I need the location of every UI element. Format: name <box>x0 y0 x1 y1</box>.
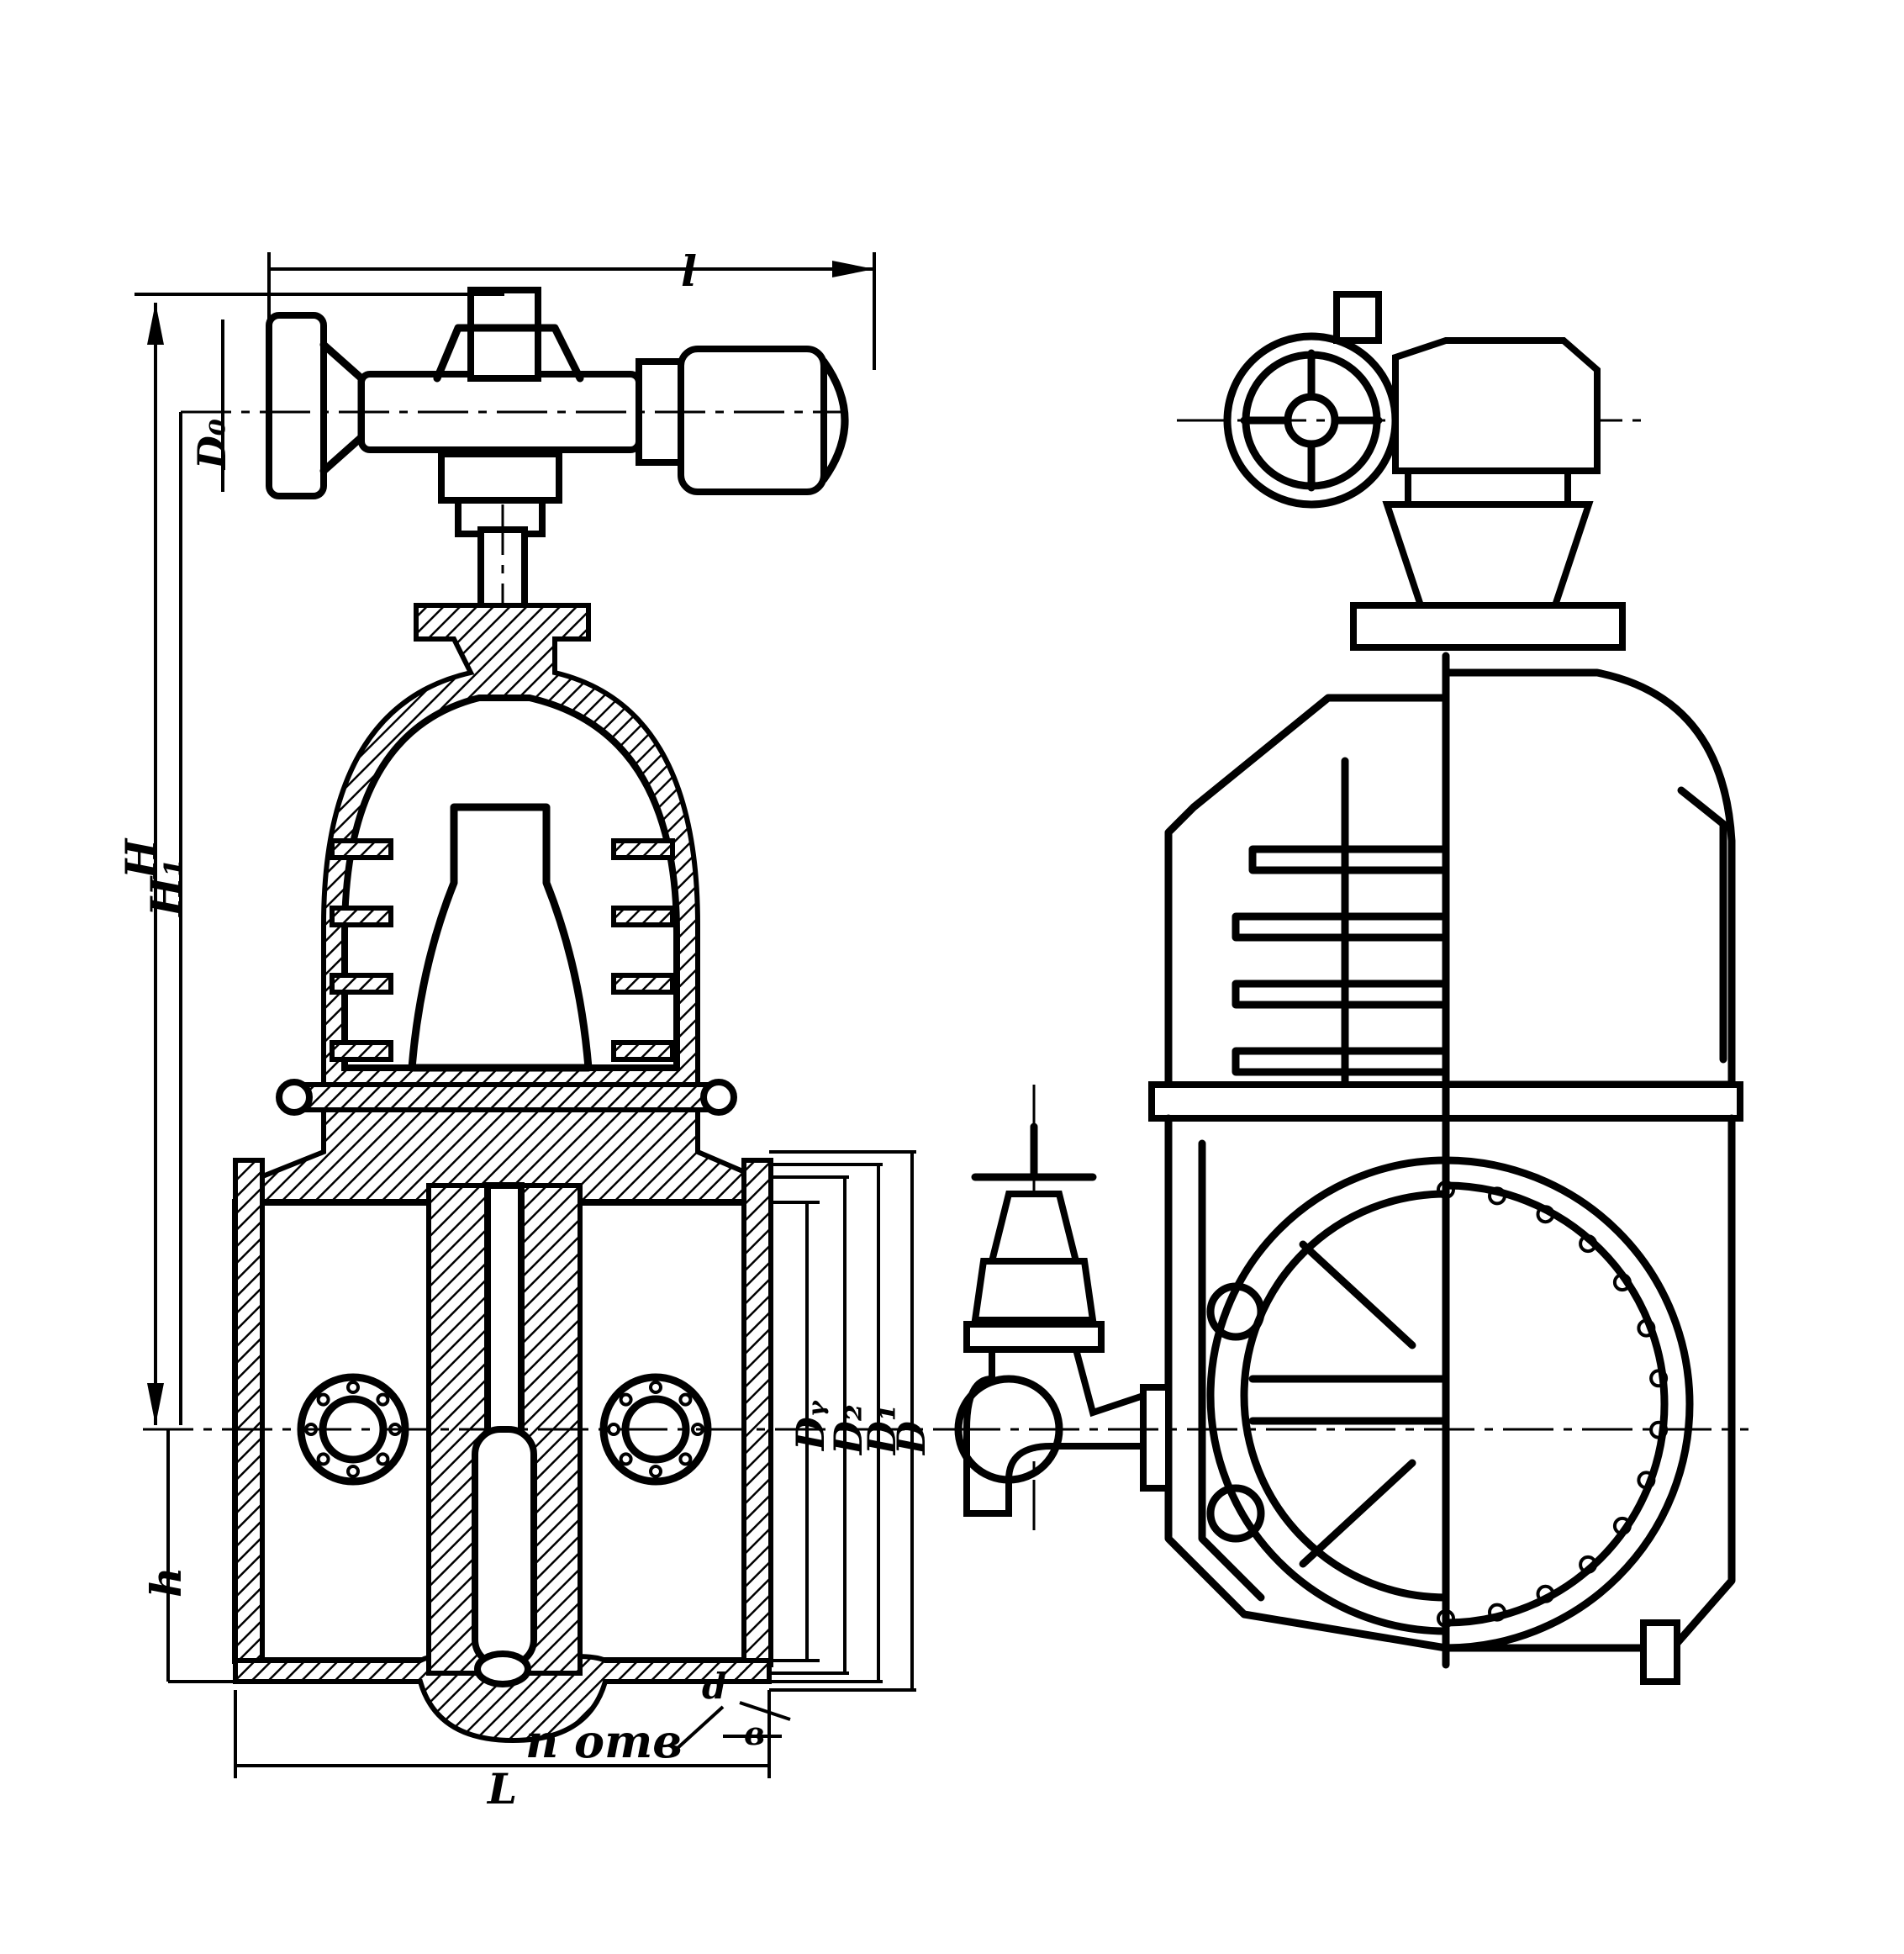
flange-bolt <box>1488 1603 1506 1622</box>
bypass-flange-bolt <box>678 1392 693 1407</box>
bypass-valve <box>954 1085 1172 1530</box>
bypass-flange-bolt <box>607 1423 620 1436</box>
bonnet <box>276 603 737 1116</box>
flange-bolt <box>1649 1369 1669 1388</box>
bypass-flange-bolt <box>346 1381 360 1394</box>
flange-bolt <box>1488 1186 1506 1206</box>
flange-bolt <box>1536 1584 1555 1603</box>
dim-D0-label: D₀ <box>189 419 235 471</box>
dim-H-label: H <box>116 837 166 880</box>
flange-bolt <box>1579 1555 1598 1574</box>
dim-D2-label: D₂ <box>825 1404 871 1456</box>
dim-b-label: в <box>744 1714 765 1752</box>
dim-h-label: h <box>141 1567 191 1598</box>
section-view <box>143 287 967 1744</box>
flange-bolt <box>1637 1318 1656 1338</box>
flange-bolts <box>304 1180 1669 1628</box>
bypass-flange-bolt <box>678 1452 693 1466</box>
valve-body <box>232 1107 773 1744</box>
flange-bolt <box>1536 1205 1555 1224</box>
bypass-flange-bolt <box>388 1423 402 1436</box>
bypass-flange-bolt <box>376 1392 390 1407</box>
bypass-flange-bolt <box>619 1392 633 1407</box>
dim-L-label: L <box>486 1764 517 1814</box>
outlet-flange <box>1442 1156 1694 1652</box>
dim-Dy-label: Dᵧ <box>788 1399 833 1452</box>
bypass-flange-bolt <box>649 1381 662 1394</box>
bypass-flange-bolt <box>346 1465 360 1478</box>
bypass-flange-bolt <box>649 1465 662 1478</box>
dimensions: l H H₁ D₀ h L Dᵧ D₂ <box>116 246 934 1814</box>
dim-H1-label: H₁ <box>141 858 191 918</box>
dim-d-label: d <box>702 1666 726 1707</box>
bypass-flange-bolt <box>304 1423 318 1436</box>
bypass-flange-bolt <box>316 1392 330 1407</box>
bypass-flange-bolt <box>619 1452 633 1466</box>
bypass-flange-bolt <box>316 1452 330 1466</box>
flange-bolt <box>1612 1516 1632 1535</box>
dim-D1-label: D₁ <box>859 1404 905 1456</box>
dim-D-label: D <box>889 1421 934 1456</box>
gate-disc <box>1206 1156 1450 1635</box>
flange-bolt <box>1612 1273 1632 1292</box>
flange-bolt <box>1637 1471 1656 1490</box>
bypass-flange-bolt <box>376 1452 390 1466</box>
bypass-flange-bolt <box>691 1423 704 1436</box>
side-view <box>304 291 1748 1685</box>
dim-l-label: l <box>681 246 697 296</box>
holes-note-label: n отв <box>525 1714 683 1768</box>
flange-bolt <box>1579 1234 1598 1254</box>
